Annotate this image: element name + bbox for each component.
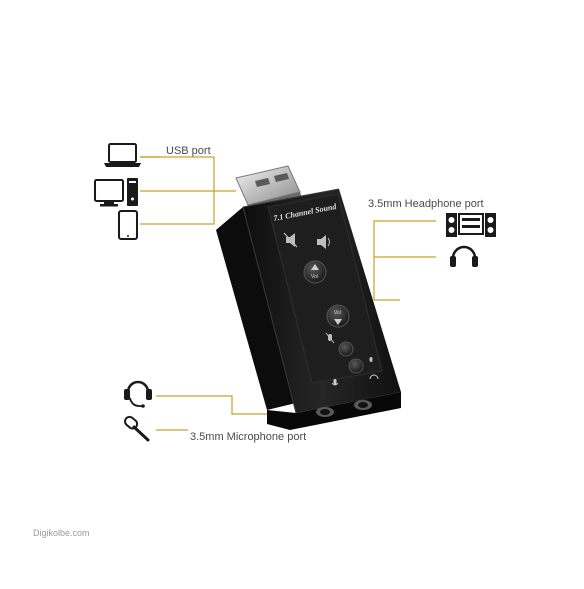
headset-icon (124, 380, 152, 408)
headphone-jack[interactable] (354, 400, 372, 410)
mute-speaker-icon (283, 232, 298, 248)
laptop-icon (104, 143, 141, 167)
tablet-icon (118, 210, 138, 240)
headphone-port-label: 3.5mm Headphone port (368, 198, 484, 210)
volume-up-button[interactable]: Vol (303, 260, 327, 284)
usb-port-label: USB port (166, 145, 211, 157)
stereo-speaker-icon (446, 213, 496, 237)
vol-down-label: Vol (334, 310, 341, 316)
callout-lines (140, 156, 436, 431)
microphone-port-label: 3.5mm Microphone port (190, 431, 307, 443)
mic-mute-button[interactable] (338, 341, 354, 357)
headphones-icon (450, 245, 478, 267)
microphone-icon (124, 415, 150, 442)
mic-mute-icon (325, 332, 335, 344)
usb-connector (235, 165, 302, 211)
volume-down-button[interactable]: Vol (326, 304, 350, 328)
desktop-pc-icon (94, 178, 138, 207)
watermark: Digikolbe.com (33, 528, 90, 538)
vol-up-label: Vol (311, 274, 318, 280)
microphone-jack[interactable] (316, 407, 334, 417)
jack-mic-icon (331, 379, 339, 386)
speaker-volume-icon (317, 235, 330, 249)
mic-small-icon (369, 357, 373, 362)
usb-sound-card: 7.1 Channel Sound Vol Vol (216, 188, 401, 430)
jack-headphone-icon (369, 374, 379, 380)
speaker-mute-button[interactable] (348, 358, 364, 374)
